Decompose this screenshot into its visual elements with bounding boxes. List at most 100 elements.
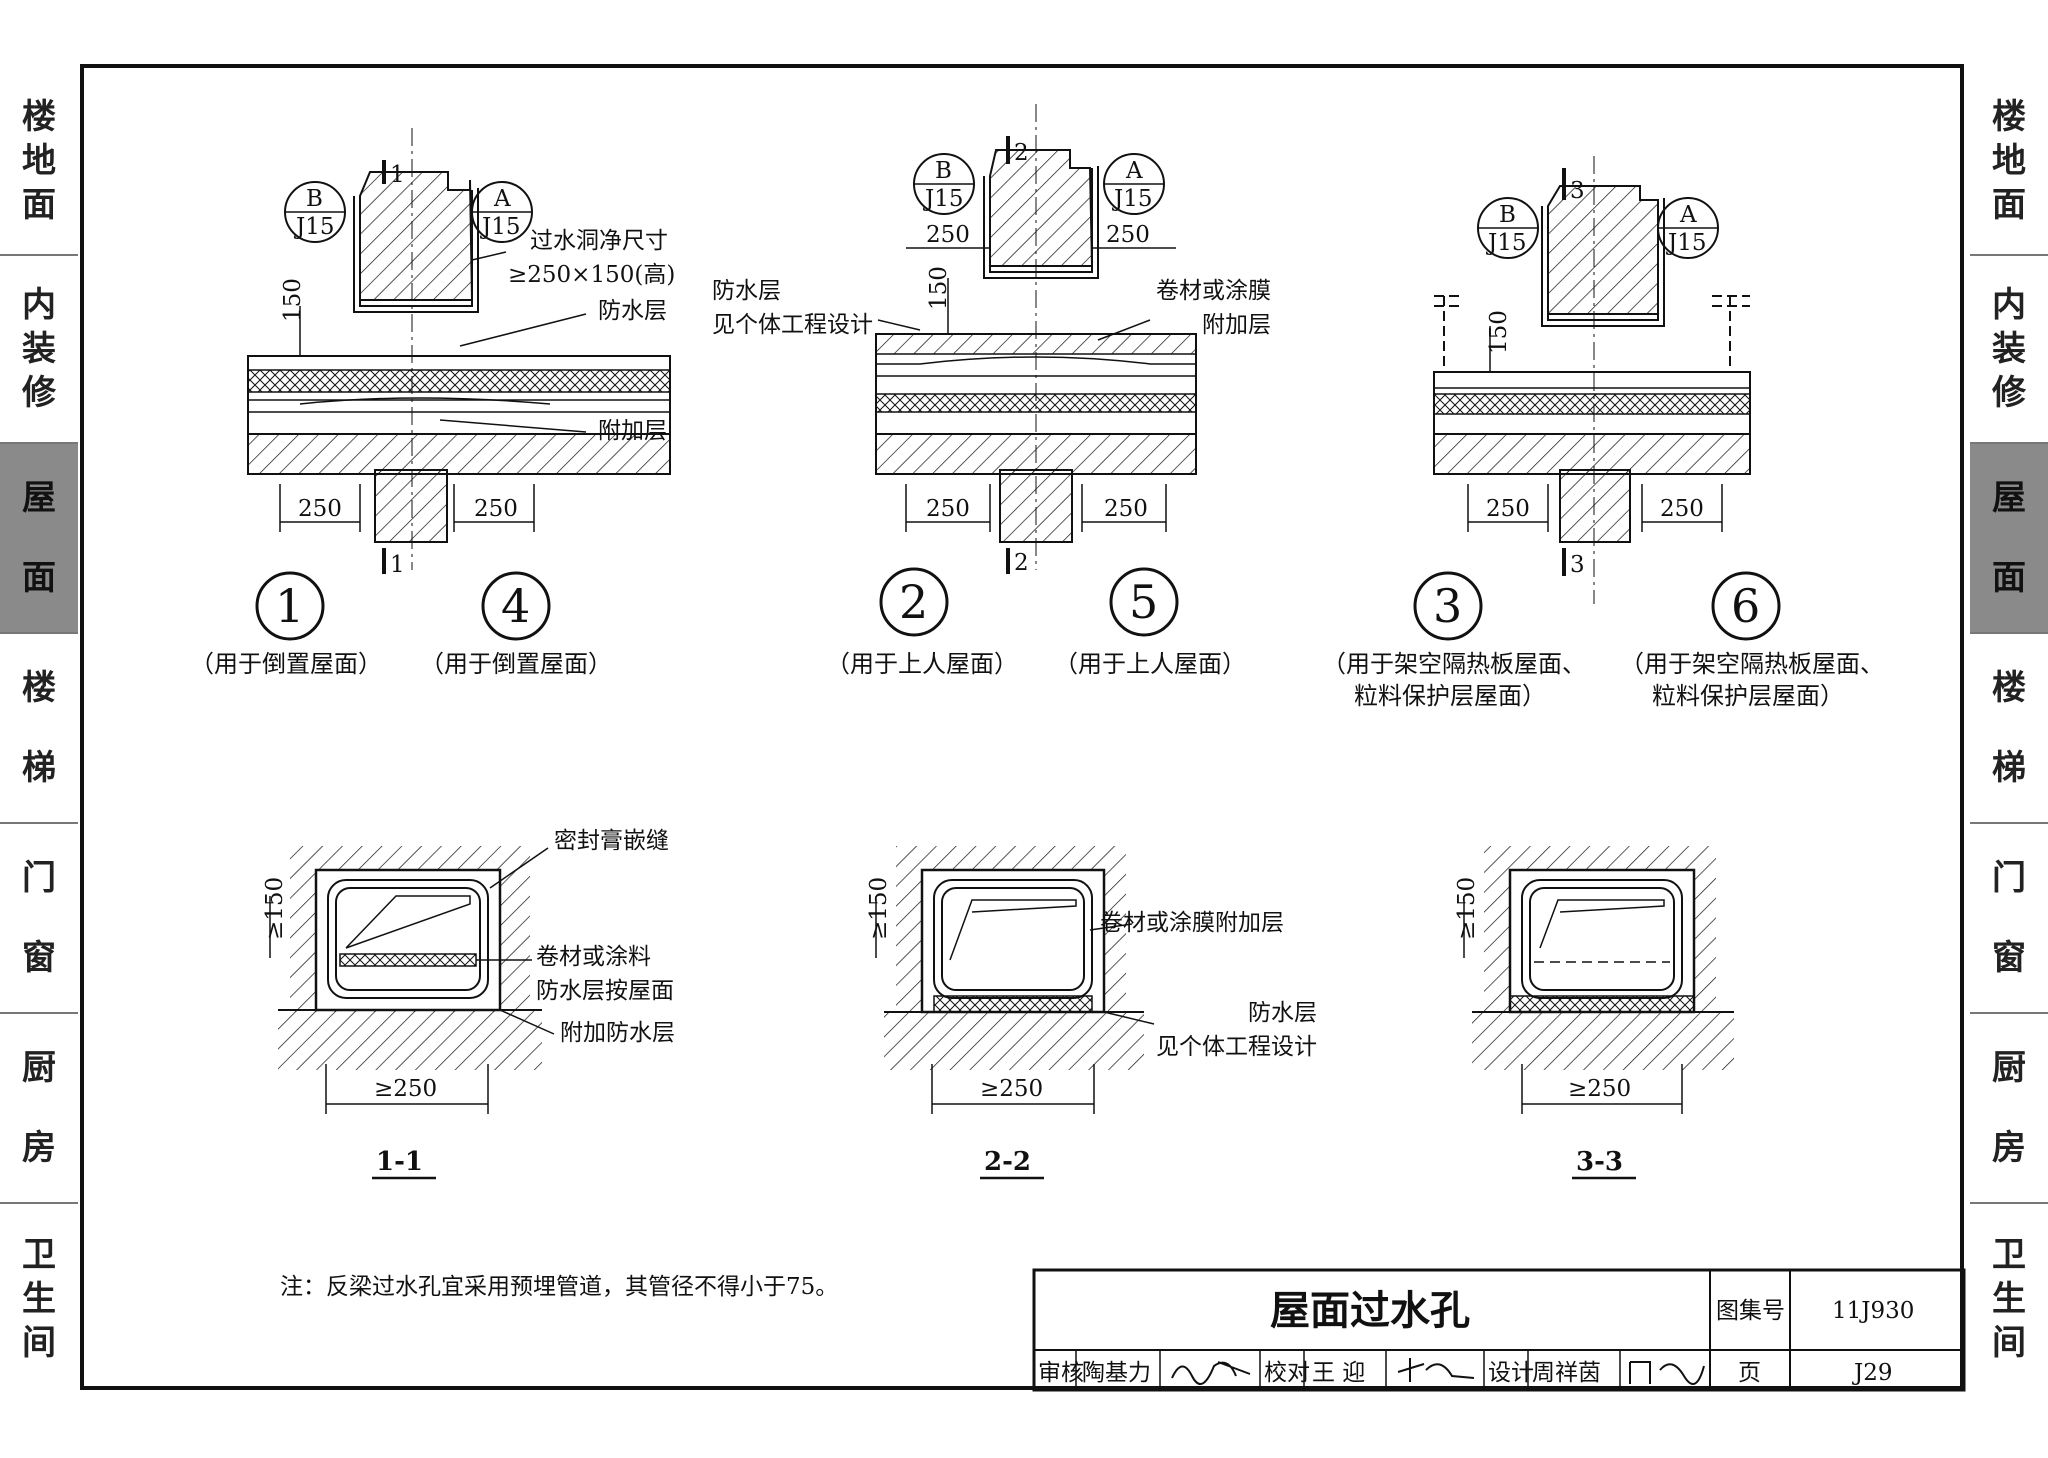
tab-stairs[interactable]: 楼梯 <box>1970 634 2048 824</box>
reviewer-signature <box>1171 1361 1251 1385</box>
ref-a-sheet: J15 <box>1112 186 1153 212</box>
dim-250-right: 250 <box>1104 496 1148 522</box>
tab-doors-windows[interactable]: 门窗 <box>0 824 78 1014</box>
checker-name: 王 迎 <box>1312 1360 1365 1386</box>
label-additional-layer: 附加层 <box>1202 312 1271 338</box>
tab-interior[interactable]: 内装修 <box>0 256 78 444</box>
caption-detail-3-line2: 粒料保护层屋面） <box>1354 682 1546 710</box>
section-label-2-2: 2-2 <box>984 1147 1031 1177</box>
tab-char: 楼 <box>1992 97 2026 137</box>
tab-label: 内装修 <box>22 288 56 410</box>
designer-name: 周祥茵 <box>1532 1360 1601 1386</box>
detail-number-6: 6 <box>1731 579 1760 633</box>
section-1-1: ≥150 ≥250 1-1 密封膏嵌缝 卷材或涂料 防水层按屋面 附加防水层 <box>262 828 675 1180</box>
tab-char: 卫 <box>1992 1235 2026 1275</box>
atlas-label: 图集号 <box>1716 1298 1785 1324</box>
dim-150: 150 <box>1486 310 1512 354</box>
dim-ge150: ≥150 <box>262 877 288 940</box>
ref-b-sheet: J15 <box>1486 230 1527 256</box>
tab-label: 楼地面 <box>1992 100 2026 222</box>
tab-char: 楼 <box>1992 668 2026 708</box>
tab-char: 屋 <box>1992 478 2026 518</box>
ref-a-sheet: J15 <box>480 214 521 240</box>
tab-floor[interactable]: 楼地面 <box>1970 68 2048 256</box>
tab-char: 梯 <box>22 748 56 788</box>
label-waterproof-design: 防水层 <box>712 278 781 304</box>
label-membrane-paint: 卷材或涂料 <box>536 944 651 970</box>
label-wp-as-roof: 防水层按屋面 <box>536 978 674 1004</box>
label-wp-layer: 防水层 <box>1248 1000 1317 1026</box>
tab-char: 地 <box>22 141 56 181</box>
tab-label: 楼梯 <box>22 671 56 785</box>
dim-ge250: ≥250 <box>1568 1076 1631 1102</box>
tab-char: 面 <box>1992 185 2026 225</box>
caption-detail-6-line2: 粒料保护层屋面） <box>1652 682 1844 710</box>
tab-char: 房 <box>1992 1128 2026 1168</box>
tab-char: 楼 <box>22 668 56 708</box>
ref-b-sheet: J15 <box>294 214 335 240</box>
tab-char: 窗 <box>22 938 56 978</box>
tab-char: 梯 <box>1992 748 2026 788</box>
tab-char: 生 <box>22 1279 56 1319</box>
label-additional: 附加层 <box>598 418 667 444</box>
section-mark-bottom: 2 <box>1014 550 1029 576</box>
label-waterproof-design-2: 见个体工程设计 <box>712 312 873 338</box>
tab-label: 卫生间 <box>1992 1238 2026 1360</box>
tab-char: 间 <box>22 1323 56 1363</box>
tab-roof[interactable]: 屋面 <box>1970 444 2048 634</box>
dim-ge150: ≥150 <box>866 877 892 940</box>
label-sealant: 密封膏嵌缝 <box>554 828 669 854</box>
tab-stairs[interactable]: 楼梯 <box>0 634 78 824</box>
atlas-number: 11J930 <box>1832 1298 1914 1324</box>
tab-bathroom[interactable]: 卫生间 <box>1970 1204 2048 1394</box>
drawing-frame <box>80 64 1964 1390</box>
tab-char: 装 <box>1992 329 2026 369</box>
dim-150: 150 <box>926 266 952 310</box>
tab-char: 厨 <box>22 1048 56 1088</box>
designer-signature <box>1629 1361 1705 1385</box>
dim-250-top-right: 250 <box>1106 222 1150 248</box>
tab-label: 内装修 <box>1992 288 2026 410</box>
tab-bathroom[interactable]: 卫生间 <box>0 1204 78 1394</box>
tab-char: 面 <box>22 185 56 225</box>
dim-150: 150 <box>280 278 306 322</box>
drawing-title: 屋面过水孔 <box>1270 1287 1470 1334</box>
dim-ge150: ≥150 <box>1454 877 1480 940</box>
tab-kitchen[interactable]: 厨房 <box>0 1014 78 1204</box>
detail-number-2: 2 <box>899 575 928 629</box>
tab-kitchen[interactable]: 厨房 <box>1970 1014 2048 1204</box>
tab-label: 厨房 <box>1992 1051 2026 1165</box>
page-label: 页 <box>1738 1360 1761 1386</box>
section-label-3-3: 3-3 <box>1576 1147 1623 1177</box>
reviewer-name: 陶基力 <box>1082 1360 1151 1386</box>
tab-label: 厨房 <box>22 1051 56 1165</box>
dim-250-top-left: 250 <box>926 222 970 248</box>
ref-a-sheet: J15 <box>1666 230 1707 256</box>
tab-roof[interactable]: 屋面 <box>0 444 78 634</box>
label-waterproof: 防水层 <box>598 298 667 324</box>
tab-char: 窗 <box>1992 938 2026 978</box>
tab-char: 卫 <box>22 1235 56 1275</box>
tab-char: 厨 <box>1992 1048 2026 1088</box>
tab-interior[interactable]: 内装修 <box>1970 256 2048 444</box>
dim-250-left: 250 <box>926 496 970 522</box>
detail-3-drawing: 3 3 150 250 250 B J15 A J15 3 6 （用于架空隔热板… <box>1322 156 1884 710</box>
tab-char: 面 <box>22 558 56 598</box>
label-hole-size-value: ≥250×150(高) <box>508 262 675 288</box>
tab-label: 楼地面 <box>22 100 56 222</box>
tab-char: 间 <box>1992 1323 2026 1363</box>
ref-b-letter: B <box>306 186 323 212</box>
title-block: 屋面过水孔 图集号 11J930 页 J29 审核 陶基力 校对 王 迎 设计 … <box>1032 1268 1966 1392</box>
section-mark-bottom: 3 <box>1570 552 1585 578</box>
detail-1-drawing: 1 1 150 250 250 B J15 A J15 过水洞净尺寸 ≥250×… <box>190 128 675 678</box>
ref-a-letter: A <box>493 186 511 212</box>
tab-char: 装 <box>22 329 56 369</box>
check-label: 校对 <box>1264 1360 1310 1386</box>
tab-doors-windows[interactable]: 门窗 <box>1970 824 2048 1014</box>
tab-char: 门 <box>1992 858 2026 898</box>
tab-char: 屋 <box>22 478 56 518</box>
tab-char: 修 <box>22 373 56 413</box>
tab-floor[interactable]: 楼地面 <box>0 68 78 256</box>
detail-number-5: 5 <box>1129 575 1158 629</box>
detail-2-drawing: 2 2 250 250 150 250 250 B J15 A J15 防水层 … <box>712 104 1271 678</box>
